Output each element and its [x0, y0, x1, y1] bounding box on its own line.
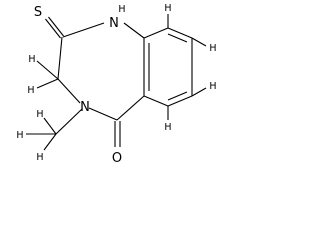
bond-c3-h-upper: [36, 60, 59, 80]
atom-hydrogen-aromatic-top: H: [164, 3, 171, 14]
atom-nh-hydrogen: H: [118, 4, 125, 15]
bond-n4-c5: [88, 107, 118, 121]
atom-oxygen: O: [112, 151, 122, 166]
bonds: [26, 14, 207, 151]
atom-hydrogen-ch2-upper: H: [28, 54, 35, 65]
bond-c5-c5a: [116, 95, 145, 121]
bond-me-h-top: [43, 117, 57, 135]
atom-hydrogen-aromatic-bottom: H: [164, 122, 171, 133]
bond-c2-c3: [57, 36, 63, 80]
atom-nitrogen-ring: N: [80, 100, 90, 115]
atom-sulfur: S: [34, 5, 42, 20]
bond-c3-h-lower: [36, 78, 59, 89]
atom-nitrogen-nh: N: [109, 16, 119, 31]
bond-c7-c6-inner: [167, 91, 188, 101]
bond-c9a-c9: [143, 27, 169, 39]
bond-c6-c5a: [143, 95, 169, 107]
atom-hydrogen-ch2-lower: H: [27, 85, 34, 96]
bond-c9-c8-inner: [167, 33, 188, 43]
atom-labels: S N H H H N H H H O H H H H: [16, 3, 216, 166]
bond-c7-h: [191, 87, 207, 97]
atom-hydrogen-aromatic-lower-right: H: [209, 81, 216, 92]
bond-c2-n1: [62, 22, 105, 38]
bond-c2-s-2: [45, 18, 61, 39]
bond-me-h-bottom: [43, 133, 57, 151]
bond-n1-c9a: [123, 22, 145, 39]
bond-c8-h: [191, 37, 207, 47]
bond-c2-s-1: [48, 16, 64, 37]
atom-hydrogen-methyl-left: H: [16, 130, 23, 141]
bond-n4-me: [55, 108, 83, 135]
atom-hydrogen-methyl-bottom: H: [36, 152, 43, 163]
atom-hydrogen-methyl-top: H: [36, 109, 43, 120]
benzodiazepine-thione-structure: S N H H H N H H H O H H H H: [16, 3, 216, 166]
atom-hydrogen-aromatic-upper-right: H: [209, 43, 216, 54]
bond-c7-c6: [167, 95, 193, 107]
bond-c3-n4: [57, 78, 81, 104]
bond-c9-c8: [167, 27, 193, 39]
